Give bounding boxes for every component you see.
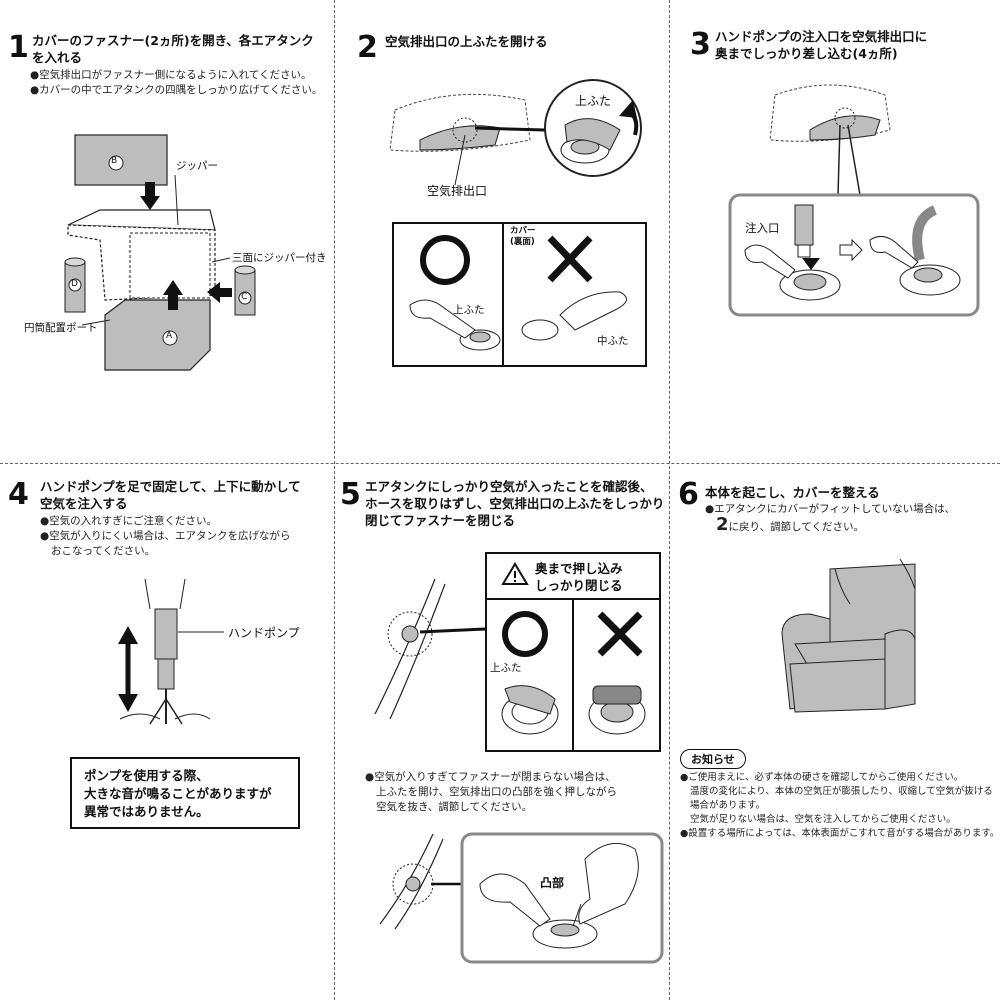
- label-b: B: [111, 156, 117, 166]
- notice-item: ●ご使用まえに、必ず本体の硬さを確認してからご使用ください。: [680, 771, 999, 785]
- step-4-panel: 4 ハンドポンプを足で固定して、上下に動かして 空気を注入する ●空気の入れすぎ…: [0, 464, 334, 1000]
- step-5-panel: 5 エアタンクにしっかり空気が入ったことを確認後、 ホースを取りはずし、空気排出…: [335, 464, 669, 1000]
- warning-line: 奥まで押し込み: [535, 560, 623, 577]
- bullet: 上ふたを開け、空気排出口の凸部を強く押しながら: [365, 785, 617, 800]
- label-line: カバー: [510, 226, 536, 237]
- notice-item: 温度の変化により、本体の空気圧が膨張したり、収縮して空気が抜ける: [680, 785, 999, 799]
- label-c: C: [241, 292, 247, 302]
- label-three-side-zipper: 三面にジッパー付き: [232, 250, 327, 265]
- pump-noise-notice: ポンプを使用する際、 大きな音が鳴ることがありますが 異常ではありません。: [70, 757, 300, 829]
- tank-assembly-illustration: [0, 0, 334, 463]
- notice-badge: お知らせ: [680, 749, 746, 769]
- label-a: A: [166, 331, 172, 341]
- label-convex: 凸部: [540, 874, 564, 891]
- notice-line: ポンプを使用する際、: [84, 767, 286, 785]
- label-line: (裏面): [510, 237, 536, 248]
- label-cover-back: カバー (裏面): [510, 226, 536, 248]
- label-top-lid-ok: 上ふた: [453, 302, 485, 317]
- bullet: 空気を抜き、調節してください。: [365, 800, 617, 815]
- close-lid-illustration: [335, 464, 669, 1000]
- sofa-illustration: [670, 464, 1000, 1000]
- notice-item: 場合があります。: [680, 799, 999, 813]
- warning-text: 奥まで押し込み しっかり閉じる: [535, 560, 623, 594]
- notice-item: ●設置する場所によっては、本体表面がこすれて音がする場合があります。: [680, 827, 999, 841]
- pump-insert-illustration: [670, 0, 1000, 463]
- label-hand-pump: ハンドポンプ: [228, 624, 300, 641]
- label-port: 円筒配置ポート: [24, 320, 98, 335]
- notice-item: 空気が足りない場合は、空気を注入してからご使用ください。: [680, 813, 999, 827]
- ok-ng-illustration: [335, 0, 669, 463]
- step-1-panel: 1 カバーのファスナー(2ヵ所)を開き、各エアタンク を入れる ●空気排出口がフ…: [0, 0, 334, 463]
- step-2-panel: 2 空気排出口の上ふたを開ける 上ふた 空気排出口: [335, 0, 669, 463]
- step-3-panel: 3 ハンドポンプの注入口を空気排出口に 奥までしっかり差し込む(4ヵ所) 注入口: [670, 0, 1000, 463]
- notice-line: 大きな音が鳴ることがありますが: [84, 785, 286, 803]
- notice-line: 異常ではありません。: [84, 803, 286, 821]
- label-zipper: ジッパー: [176, 158, 218, 173]
- circle-ok: [423, 238, 467, 282]
- hand-pump-illustration: [0, 464, 334, 1000]
- notice-list: ●ご使用まえに、必ず本体の硬さを確認してからご使用ください。 温度の変化により、…: [680, 771, 999, 841]
- label-top-lid: 上ふた: [490, 660, 522, 675]
- label-d: D: [71, 279, 78, 289]
- step-bullets: ●空気が入りすぎてファスナーが閉まらない場合は、 上ふたを開け、空気排出口の凸部…: [365, 770, 617, 815]
- label-mid-lid: 中ふた: [597, 333, 629, 348]
- warning-line: しっかり閉じる: [535, 577, 623, 594]
- label-inlet: 注入口: [745, 220, 780, 236]
- step-6-panel: 6 本体を起こし、カバーを整える ●エアタンクにカバーがフィットしていない場合は…: [670, 464, 1000, 1000]
- bullet: ●空気が入りすぎてファスナーが閉まらない場合は、: [365, 770, 617, 785]
